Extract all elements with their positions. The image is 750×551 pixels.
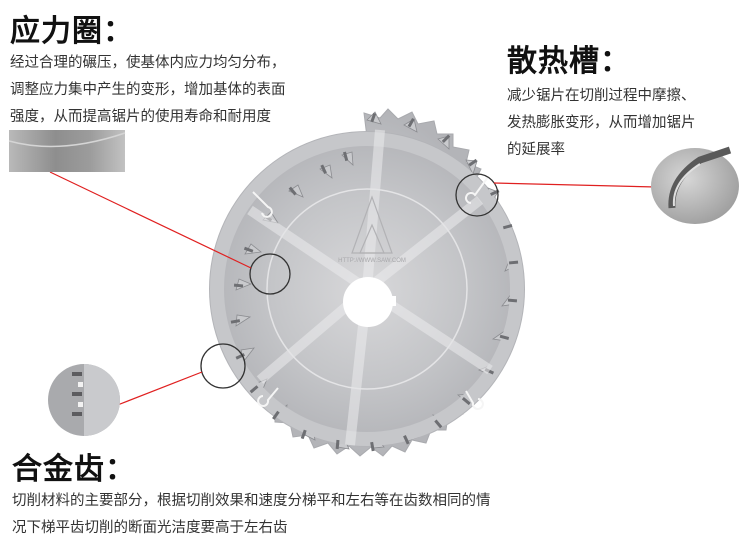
callout-line-stress-ring [49, 171, 252, 269]
stress-ring-line-1: 经过合理的碾压，使基体内应力均匀分布， [10, 55, 286, 71]
callout-line-heat-slot [493, 182, 657, 188]
alloy-teeth-title: 合金齿： [12, 452, 136, 487]
callout-line-alloy-teeth [114, 371, 203, 407]
alloy-teeth-description: 切削材料的主要部分，根据切削效果和速度分梯平和左右等在齿数相同的情 况下梯平齿切… [12, 488, 491, 542]
logo-watermark [351, 195, 393, 254]
stress-ring-title: 应力圈： [10, 14, 134, 49]
heat-slot-detail-thumbnail [651, 146, 739, 224]
stress-ring-line-3: 强度，从而提高锯片的使用寿命和耐用度 [10, 109, 271, 125]
alloy-teeth-line-2: 况下梯平齿切削的断面光洁度要高于左右齿 [12, 520, 288, 536]
heat-slot-title: 散热槽： [507, 44, 631, 79]
stress-ring-detail-thumbnail [8, 130, 126, 172]
carbide-tips [230, 112, 519, 452]
heat-slot-line-1: 减少锯片在切削过程中摩擦、 [507, 88, 696, 104]
alloy-teeth-detail-thumbnail [48, 364, 120, 436]
stress-ring-description: 经过合理的碾压，使基体内应力均匀分布， 调整应力集中产生的变形，增加基体的表面 … [10, 50, 286, 131]
callout-circle-alloy-teeth [200, 343, 246, 389]
alloy-teeth-line-1: 切削材料的主要部分，根据切削效果和速度分梯平和左右等在齿数相同的情 [12, 493, 491, 509]
stress-ring [266, 188, 468, 390]
watermark-text: HTTP://WWW.SAW.COM [338, 258, 406, 264]
heat-slot-line-3: 的延展率 [507, 142, 565, 158]
callout-circle-heat-slot [455, 173, 499, 217]
expansion-slots [252, 176, 489, 410]
heat-slot-line-2: 发热膨胀变形，从而增加锯片 [507, 115, 696, 131]
stress-ring-line-2: 调整应力集中产生的变形，增加基体的表面 [10, 82, 286, 98]
arbor-hole [343, 277, 393, 327]
callout-circle-stress-ring [249, 253, 291, 295]
heat-slot-description: 减少锯片在切削过程中摩擦、 发热膨胀变形，从而增加锯片 的延展率 [507, 83, 696, 164]
